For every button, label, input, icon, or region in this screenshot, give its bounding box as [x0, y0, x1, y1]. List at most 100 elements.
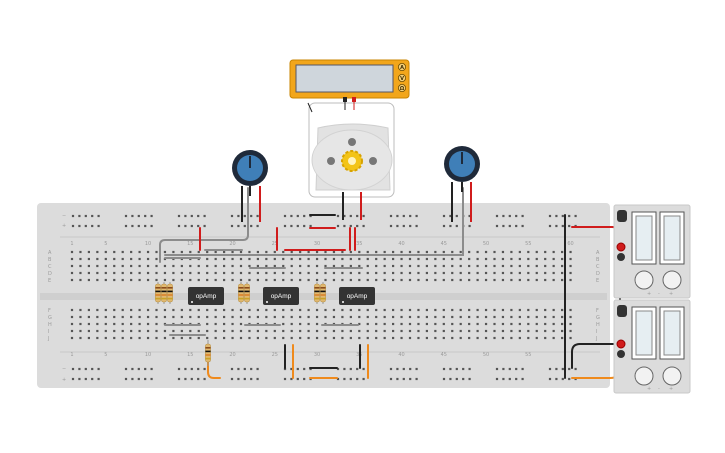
breadboard-hole[interactable] — [96, 278, 99, 282]
breadboard-hole[interactable] — [299, 264, 302, 268]
breadboard-hole[interactable] — [87, 257, 90, 261]
breadboard-hole[interactable] — [544, 250, 547, 254]
rail-hole[interactable] — [296, 367, 299, 371]
breadboard-hole[interactable] — [544, 271, 547, 275]
rail-hole[interactable] — [91, 214, 94, 218]
breadboard-hole[interactable] — [223, 271, 226, 275]
breadboard-hole[interactable] — [392, 278, 395, 282]
breadboard-hole[interactable] — [180, 315, 183, 319]
breadboard-hole[interactable] — [484, 308, 488, 312]
breadboard-hole[interactable] — [315, 336, 319, 340]
breadboard-hole[interactable] — [79, 315, 82, 319]
breadboard-hole[interactable] — [299, 315, 302, 319]
breadboard-hole[interactable] — [408, 278, 412, 282]
breadboard-hole[interactable] — [121, 336, 124, 340]
breadboard-hole[interactable] — [146, 271, 150, 275]
breadboard-hole[interactable] — [146, 322, 150, 326]
rail-hole[interactable] — [468, 377, 471, 381]
rail-hole[interactable] — [290, 214, 293, 218]
breadboard-hole[interactable] — [366, 257, 369, 261]
breadboard-hole[interactable] — [197, 264, 200, 268]
rail-hole[interactable] — [336, 214, 340, 218]
potentiometer-right[interactable] — [444, 146, 480, 222]
breadboard-hole[interactable] — [223, 264, 226, 268]
breadboard-hole[interactable] — [425, 315, 428, 319]
breadboard-hole[interactable] — [425, 308, 428, 312]
dc-motor[interactable] — [307, 102, 395, 220]
breadboard-holes[interactable] — [70, 214, 577, 381]
breadboard-hole[interactable] — [172, 271, 175, 275]
breadboard-hole[interactable] — [273, 257, 276, 261]
rail-hole[interactable] — [402, 214, 405, 218]
rail-hole[interactable] — [362, 214, 365, 218]
breadboard-hole[interactable] — [172, 329, 175, 333]
breadboard-hole[interactable] — [552, 271, 555, 275]
rail-hole[interactable] — [190, 214, 193, 218]
rail-hole[interactable] — [203, 224, 206, 228]
rail-hole[interactable] — [78, 367, 81, 371]
breadboard-hole[interactable] — [366, 278, 369, 282]
breadboard-hole[interactable] — [307, 257, 310, 261]
breadboard-hole[interactable] — [197, 329, 200, 333]
breadboard-hole[interactable] — [459, 257, 462, 261]
breadboard-hole[interactable] — [163, 264, 167, 268]
breadboard-hole[interactable] — [223, 257, 226, 261]
breadboard-hole[interactable] — [172, 250, 175, 254]
breadboard-hole[interactable] — [392, 257, 395, 261]
breadboard-hole[interactable] — [79, 278, 82, 282]
rail-hole[interactable] — [91, 224, 94, 228]
rail-hole[interactable] — [177, 377, 181, 381]
breadboard-hole[interactable] — [163, 336, 167, 340]
breadboard-hole[interactable] — [307, 315, 310, 319]
breadboard-hole[interactable] — [87, 315, 90, 319]
rail-hole[interactable] — [290, 224, 293, 228]
breadboard-hole[interactable] — [518, 329, 521, 333]
rail-hole[interactable] — [356, 367, 359, 371]
breadboard-hole[interactable] — [155, 329, 158, 333]
wire-orange-4[interactable] — [207, 347, 221, 379]
breadboard-hole[interactable] — [96, 336, 99, 340]
rail-hole[interactable] — [250, 224, 253, 228]
breadboard-hole[interactable] — [392, 308, 395, 312]
breadboard-hole[interactable] — [527, 322, 530, 326]
breadboard-hole[interactable] — [130, 257, 133, 261]
breadboard-hole[interactable] — [341, 308, 344, 312]
rail-hole[interactable] — [144, 377, 147, 381]
breadboard-hole[interactable] — [459, 322, 462, 326]
breadboard-hole[interactable] — [307, 264, 310, 268]
breadboard-hole[interactable] — [307, 329, 310, 333]
breadboard-hole[interactable] — [87, 250, 90, 254]
rail-hole[interactable] — [303, 224, 306, 228]
breadboard-hole[interactable] — [121, 257, 124, 261]
breadboard-hole[interactable] — [425, 250, 428, 254]
breadboard-hole[interactable] — [434, 264, 437, 268]
power-supply-top-knob-current[interactable] — [662, 270, 682, 290]
breadboard-hole[interactable] — [223, 278, 226, 282]
breadboard-hole[interactable] — [375, 308, 378, 312]
breadboard-hole[interactable] — [400, 315, 403, 319]
breadboard-hole[interactable] — [493, 329, 496, 333]
breadboard-hole[interactable] — [172, 308, 175, 312]
multimeter-button-v[interactable] — [397, 74, 406, 83]
breadboard-hole[interactable] — [324, 315, 327, 319]
breadboard-hole[interactable] — [256, 308, 259, 312]
rail-hole[interactable] — [343, 224, 346, 228]
rail-hole[interactable] — [78, 377, 81, 381]
breadboard-hole[interactable] — [146, 264, 150, 268]
breadboard-hole[interactable] — [408, 336, 412, 340]
breadboard-hole[interactable] — [535, 271, 538, 275]
breadboard-hole[interactable] — [189, 278, 192, 282]
breadboard-hole[interactable] — [561, 308, 564, 312]
rail-hole[interactable] — [409, 377, 412, 381]
breadboard-hole[interactable] — [155, 308, 158, 312]
rail-hole[interactable] — [555, 377, 558, 381]
breadboard-hole[interactable] — [307, 308, 310, 312]
rail-hole[interactable] — [137, 224, 140, 228]
breadboard-hole[interactable] — [197, 271, 200, 275]
breadboard-hole[interactable] — [231, 315, 234, 319]
rail-hole[interactable] — [521, 214, 524, 218]
breadboard-hole[interactable] — [493, 257, 496, 261]
rail-hole[interactable] — [515, 377, 518, 381]
breadboard-hole[interactable] — [569, 250, 572, 254]
